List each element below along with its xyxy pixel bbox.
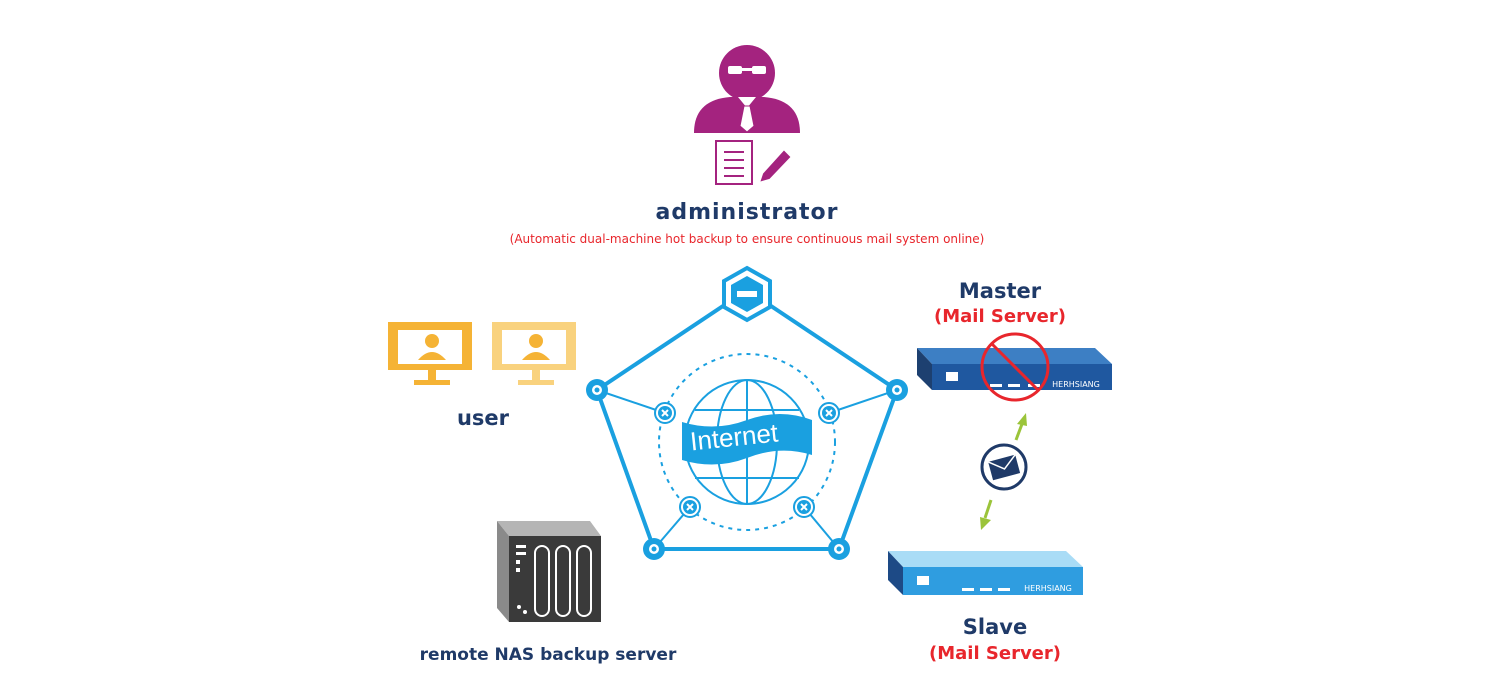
globe-icon: [682, 379, 812, 505]
slave-role: (Mail Server): [929, 643, 1061, 664]
administrator-label: administrator: [655, 200, 839, 225]
svg-text:HERHSIANG: HERHSIANG: [1024, 584, 1072, 593]
master-label: Master: [958, 279, 1042, 303]
hub-minus-icon: [722, 265, 772, 323]
network-pentagon: [594, 287, 900, 551]
svg-text:HERHSIANG: HERHSIANG: [1052, 380, 1100, 389]
user-label: user: [456, 406, 510, 430]
nas-server-icon: [497, 521, 601, 622]
sync-arrows: [980, 413, 1027, 530]
x-nodes: [654, 402, 840, 518]
mail-sync-icon: [980, 443, 1028, 491]
prohibited-icon: [980, 332, 1050, 402]
master-server-icon: HERHSIANG: [917, 348, 1112, 390]
document-edit-icon: [715, 140, 791, 185]
network-nodes: [586, 379, 908, 560]
slave-label: Slave: [962, 615, 1028, 639]
master-role: (Mail Server): [934, 306, 1066, 327]
nas-label: remote NAS backup server: [419, 645, 677, 665]
slave-server-icon: HERHSIANG: [888, 551, 1083, 595]
user-monitor-icon: [388, 322, 472, 385]
user-monitor-icon: [492, 322, 576, 385]
administrator-icon: [694, 45, 800, 133]
administrator-note: (Automatic dual-machine hot backup to en…: [509, 232, 985, 246]
